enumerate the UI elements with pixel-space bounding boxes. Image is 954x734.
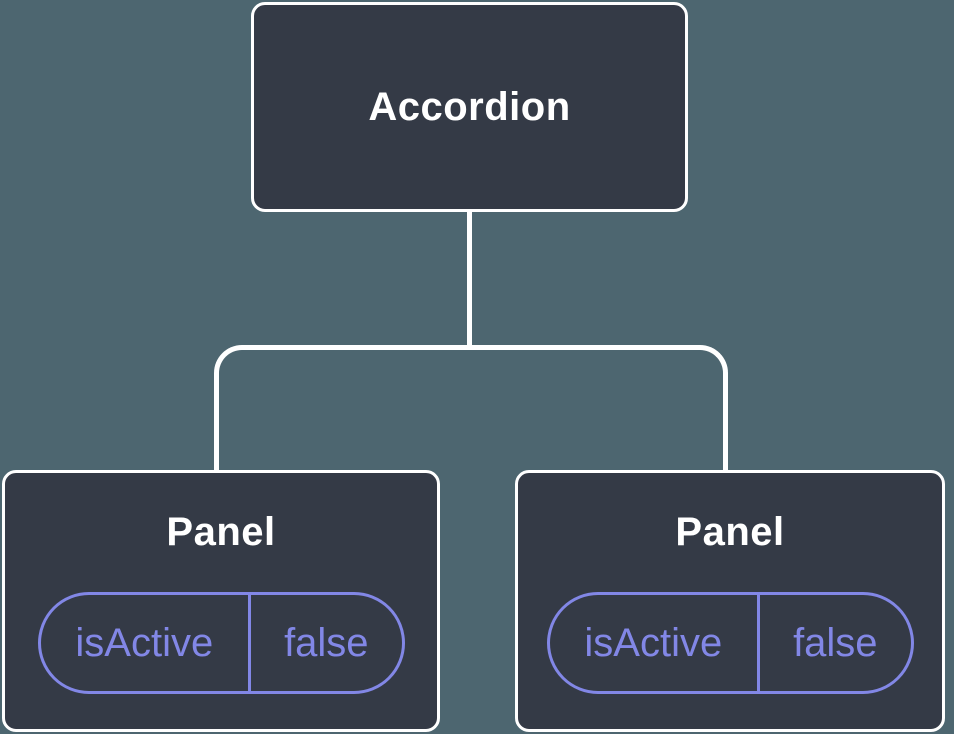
state-value-label: false xyxy=(757,595,910,691)
state-pill: isActive false xyxy=(37,592,405,694)
tree-node-panel-left: Panel isActive false xyxy=(2,470,440,732)
accordion-node-label: Accordion xyxy=(368,85,571,129)
state-value-label: false xyxy=(248,595,401,691)
panel-node-label: Panel xyxy=(166,510,276,554)
state-key-label: isActive xyxy=(584,620,723,665)
tree-node-panel-right: Panel isActive false xyxy=(515,470,945,732)
state-pill: isActive false xyxy=(546,592,914,694)
panel-node-label: Panel xyxy=(675,510,785,554)
connector-branch-bracket xyxy=(214,345,728,470)
connector-stem xyxy=(467,212,472,345)
state-key-label: isActive xyxy=(75,620,214,665)
tree-node-accordion: Accordion xyxy=(251,2,688,212)
